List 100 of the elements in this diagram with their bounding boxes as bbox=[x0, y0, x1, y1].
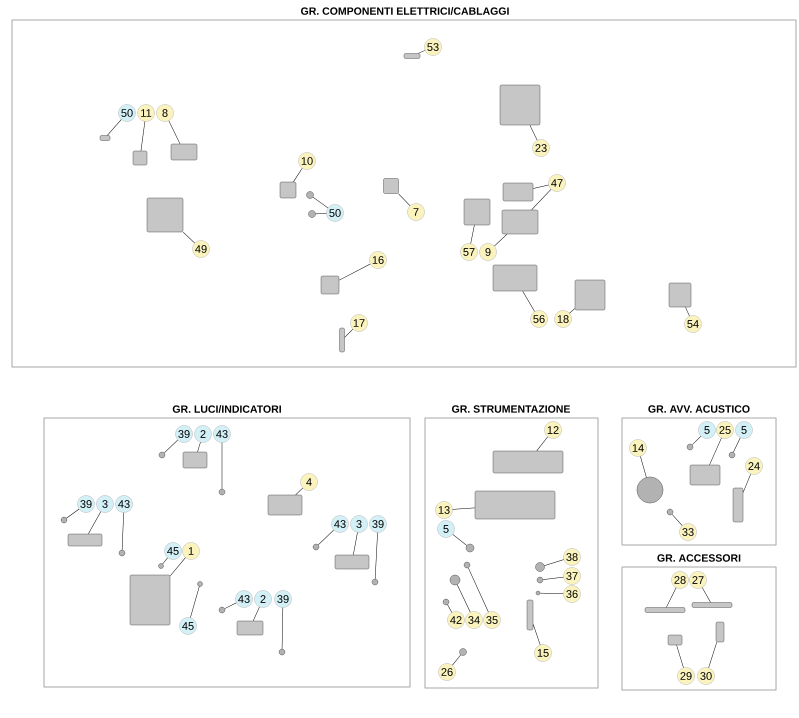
callout-number: 23 bbox=[532, 139, 550, 157]
part-drawing bbox=[716, 622, 724, 642]
part-drawing bbox=[236, 620, 264, 636]
leader-line bbox=[540, 592, 564, 594]
leader-line bbox=[282, 607, 284, 650]
callout-number: 28 bbox=[671, 571, 689, 589]
part-drawing bbox=[526, 600, 534, 630]
callout-number: 56 bbox=[530, 310, 548, 328]
callout-number: 39 bbox=[77, 495, 95, 513]
leader-line bbox=[452, 508, 476, 510]
part-drawing bbox=[536, 590, 540, 596]
callout-number: 53 bbox=[424, 38, 442, 56]
part-drawing bbox=[466, 544, 474, 552]
leader-line bbox=[532, 184, 549, 189]
callout-number: 50 bbox=[118, 104, 136, 122]
leader-line bbox=[344, 328, 354, 338]
callout-number: 15 bbox=[534, 644, 552, 662]
callout-number: 36 bbox=[563, 585, 581, 603]
callout-number: 42 bbox=[447, 611, 465, 629]
leader-line bbox=[318, 530, 334, 546]
leader-line bbox=[702, 587, 711, 603]
part-drawing bbox=[132, 150, 148, 166]
leader-line bbox=[312, 196, 328, 208]
callout-number: 34 bbox=[465, 611, 483, 629]
leader-line bbox=[190, 586, 200, 618]
leader-line bbox=[398, 193, 410, 206]
part-drawing bbox=[464, 562, 470, 568]
leader-line bbox=[672, 514, 682, 526]
leader-line bbox=[530, 124, 538, 140]
callout-number: 5 bbox=[437, 520, 455, 538]
leader-line bbox=[522, 290, 535, 312]
callout-number: 39 bbox=[369, 515, 387, 533]
callout-number: 57 bbox=[460, 243, 478, 261]
callout-number: 18 bbox=[554, 310, 572, 328]
leader-line bbox=[685, 306, 690, 316]
part-drawing bbox=[372, 578, 378, 586]
callout-number: 10 bbox=[298, 152, 316, 170]
leader-line bbox=[170, 557, 186, 576]
leader-line bbox=[224, 602, 236, 609]
part-drawing bbox=[668, 282, 692, 308]
part-drawing bbox=[182, 452, 208, 468]
part-drawing bbox=[464, 198, 490, 226]
node-label: GR. ACCESSORI bbox=[657, 554, 740, 562]
part-drawing bbox=[732, 488, 744, 522]
callout-number: 25 bbox=[716, 421, 734, 439]
callout-number: 2 bbox=[254, 590, 272, 608]
part-drawing bbox=[535, 562, 545, 572]
node-label: GR. LUCI/INDICATORI bbox=[172, 405, 281, 413]
node-label: GR. STRUMENTAZIONE bbox=[452, 405, 570, 413]
callout-number: 9 bbox=[479, 243, 497, 261]
leader-line bbox=[742, 474, 751, 493]
leader-line bbox=[295, 488, 303, 496]
callout-number: 3 bbox=[96, 495, 114, 513]
part-drawing bbox=[118, 550, 126, 556]
part-drawing bbox=[60, 516, 68, 524]
callout-number: 3 bbox=[350, 515, 368, 533]
leader-line bbox=[470, 224, 475, 244]
callout-number: 2 bbox=[194, 425, 212, 443]
callout-number: 39 bbox=[274, 590, 292, 608]
callout-number: 43 bbox=[331, 515, 349, 533]
part-drawing bbox=[690, 464, 720, 486]
node-label: GR. AVV. ACUSTICO bbox=[648, 405, 750, 413]
part-drawing bbox=[502, 182, 534, 202]
part-drawing bbox=[574, 280, 606, 310]
part-drawing bbox=[280, 182, 296, 198]
part-drawing bbox=[100, 135, 110, 141]
leader-line bbox=[532, 624, 540, 646]
part-drawing bbox=[268, 494, 302, 516]
part-drawing bbox=[197, 581, 203, 587]
callout-number: 37 bbox=[563, 567, 581, 585]
callout-number: 49 bbox=[192, 240, 210, 258]
callout-number: 39 bbox=[175, 425, 193, 443]
leader-line bbox=[468, 568, 489, 612]
leader-line bbox=[531, 189, 552, 210]
callout-number: 47 bbox=[548, 174, 566, 192]
leader-line bbox=[374, 532, 378, 580]
part-drawing bbox=[218, 606, 226, 614]
callout-number: 24 bbox=[745, 457, 763, 475]
leader-line bbox=[107, 119, 122, 136]
leader-line bbox=[122, 512, 124, 550]
leader-line bbox=[140, 121, 146, 152]
part-drawing bbox=[636, 476, 664, 504]
leader-line bbox=[452, 654, 461, 666]
part-drawing bbox=[334, 554, 370, 570]
part-drawing bbox=[666, 508, 674, 516]
callout-number: 45 bbox=[179, 617, 197, 635]
leader-line bbox=[418, 50, 426, 54]
callout-number: 54 bbox=[684, 315, 702, 333]
part-drawing bbox=[130, 574, 170, 626]
part-drawing bbox=[278, 648, 286, 656]
leader-line bbox=[88, 511, 102, 534]
part-drawing bbox=[686, 444, 694, 450]
leader-line bbox=[569, 308, 576, 314]
part-drawing bbox=[312, 544, 320, 550]
leader-line bbox=[293, 168, 302, 182]
callout-number: 5 bbox=[698, 421, 716, 439]
callout-number: 12 bbox=[544, 421, 562, 439]
part-drawing bbox=[170, 144, 198, 160]
callout-number: 43 bbox=[115, 495, 133, 513]
part-drawing bbox=[474, 490, 556, 520]
